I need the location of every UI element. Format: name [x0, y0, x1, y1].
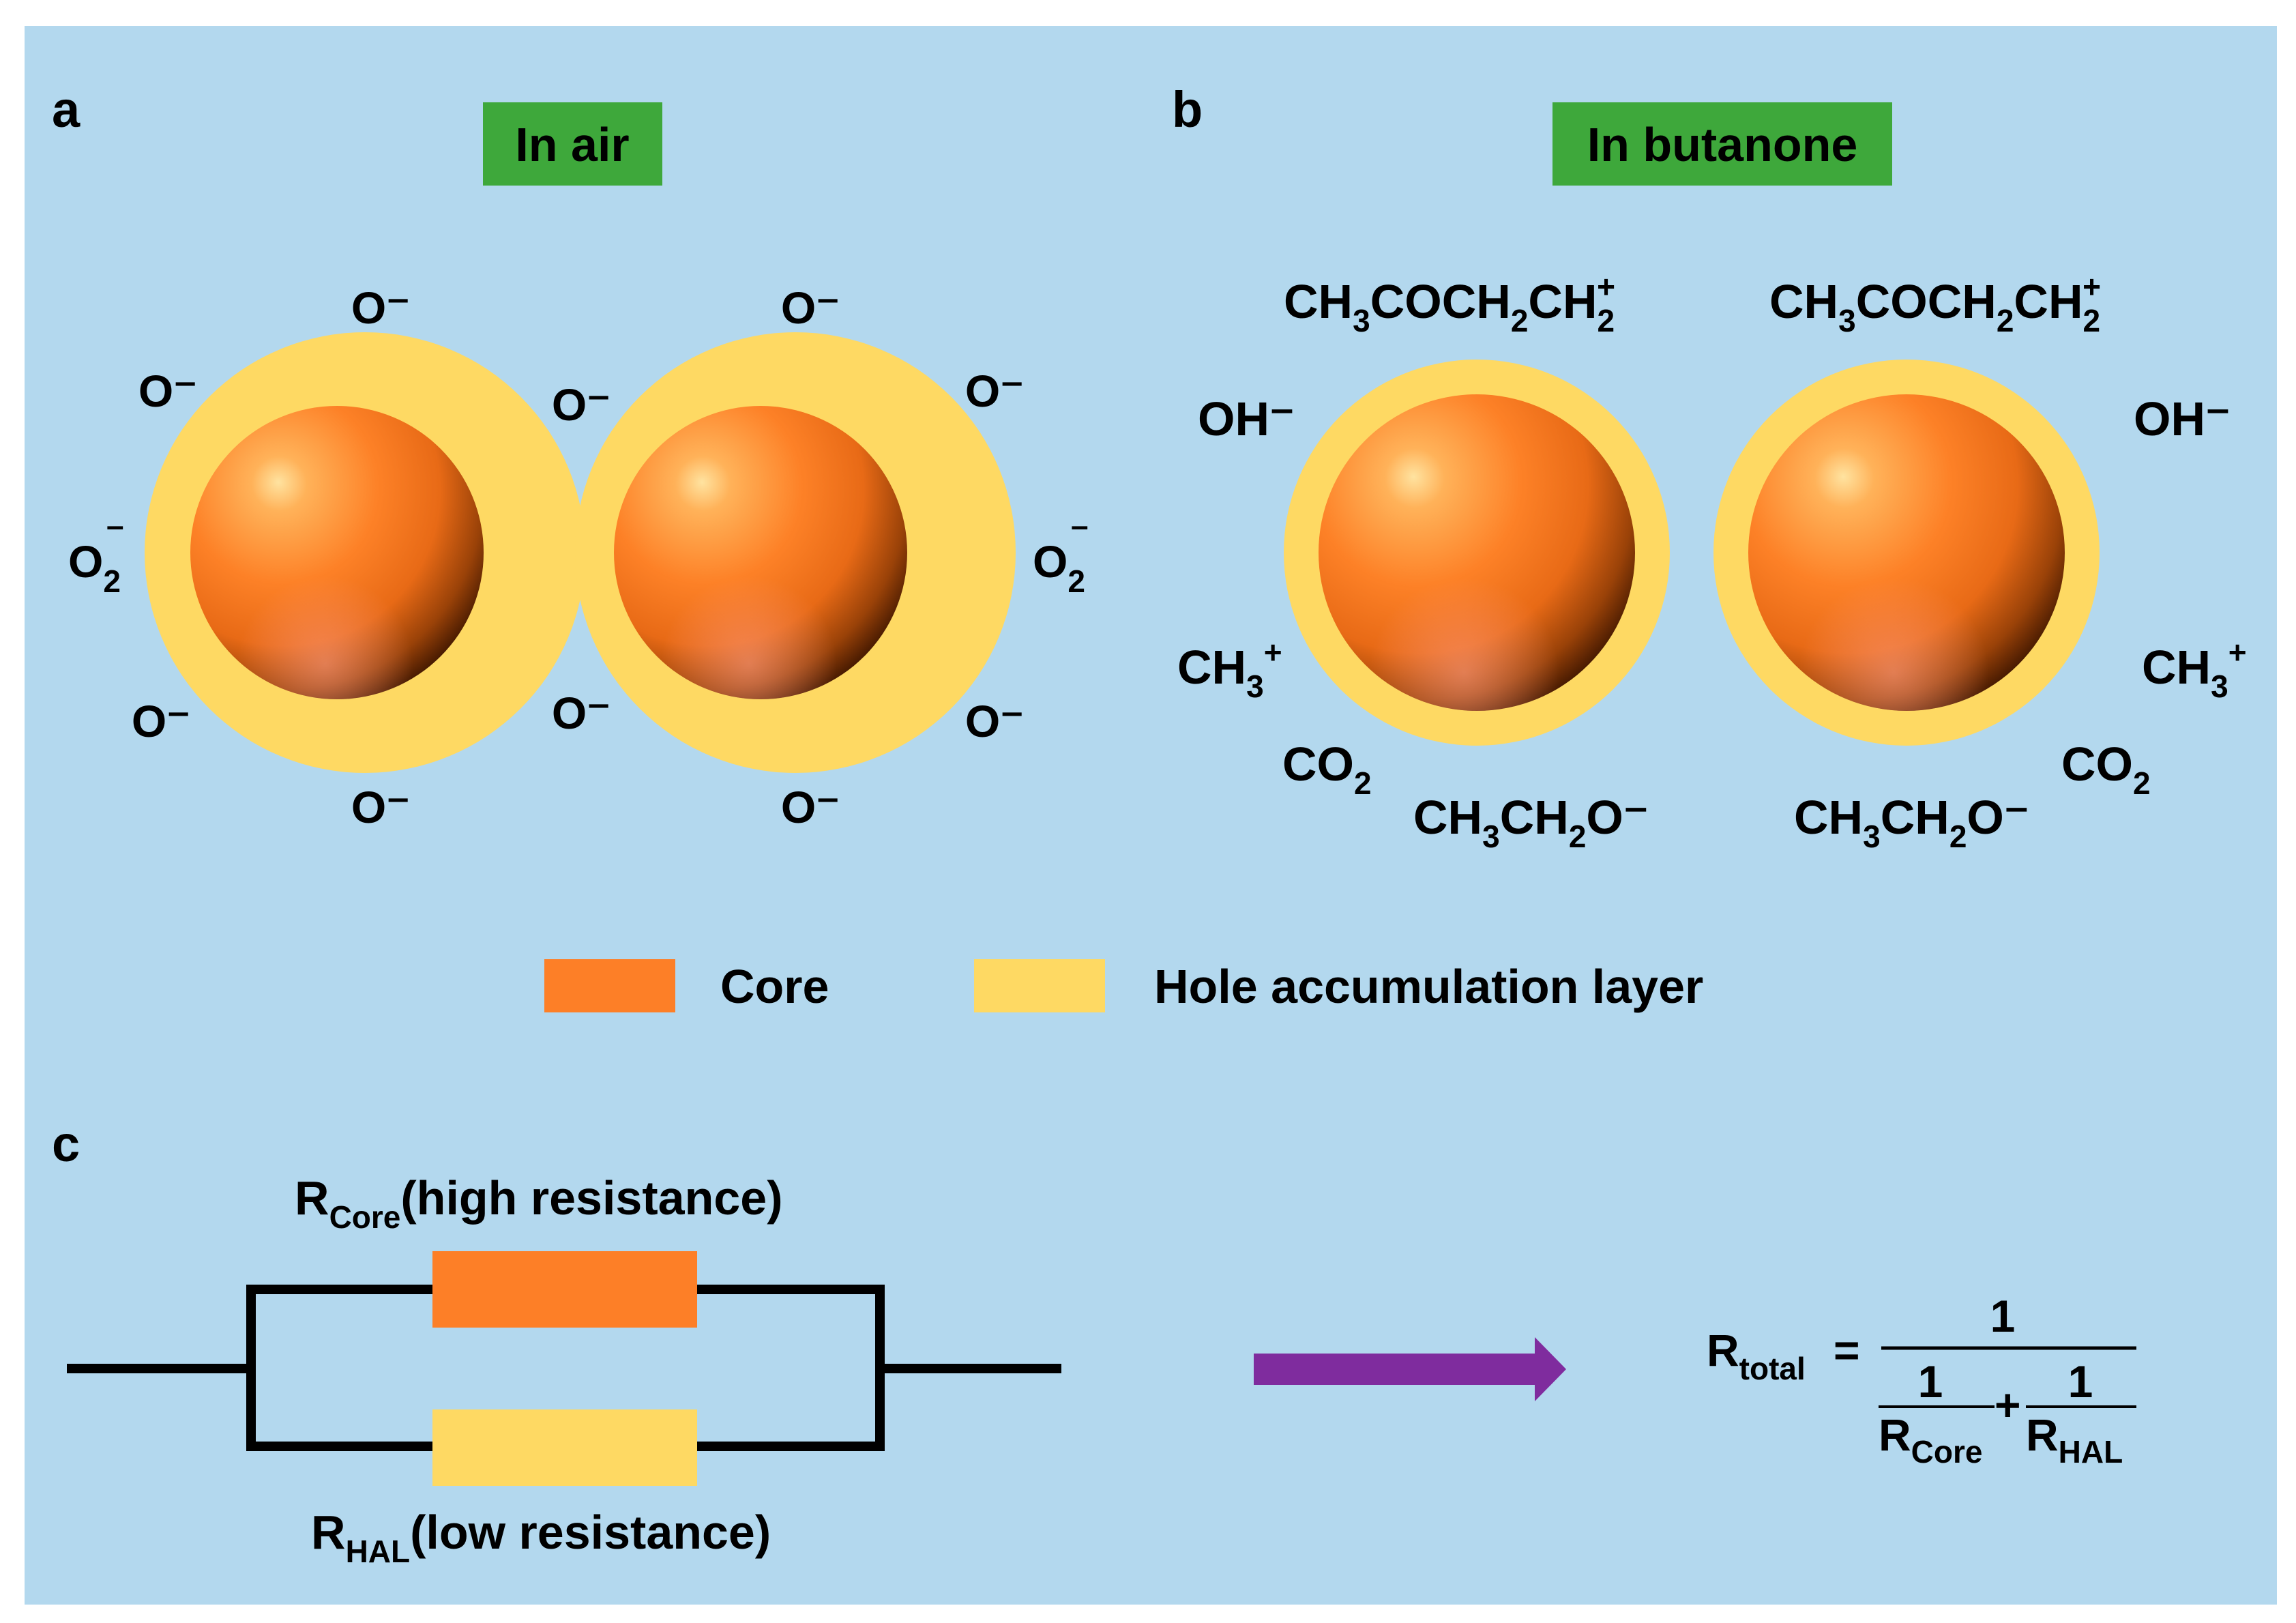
panel-b-title: In butanone — [1587, 118, 1858, 171]
panel-a-letter: a — [52, 81, 80, 138]
ion-o-minus: O⁻ — [351, 782, 410, 832]
ion-o-minus: O⁻ — [965, 366, 1024, 416]
legend-hal-swatch — [974, 959, 1105, 1012]
molecule-co2: CO2 — [1282, 737, 1372, 801]
eq-term1-numerator: 1 — [1918, 1356, 1943, 1407]
ion-ethoxide: CH3CH2O⁻ — [1794, 791, 2029, 854]
legend-core-label: Core — [720, 960, 829, 1013]
legend: Core Hole accumulation layer — [544, 959, 1703, 1013]
ion-o-minus: O⁻ — [781, 782, 840, 832]
ion-superoxide-charge: – — [106, 508, 124, 543]
ion-hydroxide: OH⁻ — [1198, 392, 1295, 445]
right-arrow-icon — [1254, 1337, 1566, 1401]
ion-o-minus: O⁻ — [138, 366, 197, 416]
eq-term1-denominator: RCore — [1879, 1409, 1982, 1470]
panel-a-title: In air — [515, 118, 629, 171]
panel-b-title-badge — [1552, 102, 1892, 186]
ion-butanone-radical: CH3COCH2CH2+ — [1769, 269, 2101, 338]
ion-butanone-radical: CH3COCH2CH2+ — [1284, 269, 1615, 338]
panel-b-particles — [1284, 360, 2100, 746]
legend-hal-label: Hole accumulation layer — [1154, 960, 1703, 1013]
panel-b-core-right-rim — [1748, 394, 2065, 711]
panel-a-core-left-rim — [190, 406, 484, 699]
r-core-label: RCore(high resistance) — [295, 1171, 783, 1235]
ion-superoxide: O2 — [68, 536, 121, 599]
parallel-circuit — [67, 1251, 1061, 1486]
ion-o-minus: O⁻ — [965, 696, 1024, 746]
resistor-hal — [432, 1409, 697, 1486]
panel-c-letter: c — [52, 1115, 80, 1172]
molecule-co2: CO2 — [2061, 737, 2151, 801]
ion-methyl-cation: CH3+ — [2142, 634, 2247, 704]
ion-ethoxide: CH3CH2O⁻ — [1413, 791, 1649, 854]
panel-a-particles — [145, 332, 1016, 773]
ion-superoxide: O2 — [1033, 536, 1085, 599]
background-panel — [25, 26, 2277, 1605]
ion-o-minus: O⁻ — [351, 282, 410, 333]
eq-term2-numerator: 1 — [2068, 1356, 2093, 1407]
panel-b-letter: b — [1172, 81, 1203, 138]
resistor-core — [432, 1251, 697, 1328]
eq-term2-denominator: RHAL — [2026, 1409, 2123, 1470]
eq-equals: = — [1834, 1325, 1860, 1375]
ion-o-minus: O⁻ — [552, 688, 610, 738]
ion-methyl-cation: CH3+ — [1177, 634, 1282, 704]
ion-o-minus: O⁻ — [781, 282, 840, 333]
panel-a-title-badge — [483, 102, 662, 186]
panel-a-core-right-rim — [614, 406, 907, 699]
r-hal-label: RHAL(low resistance) — [311, 1506, 771, 1569]
ion-superoxide-charge: – — [1071, 508, 1089, 543]
panel-b-core-left-rim — [1319, 394, 1635, 711]
ion-o-minus: O⁻ — [132, 696, 190, 746]
legend-core-swatch — [544, 959, 675, 1012]
eq-numerator: 1 — [1990, 1291, 2016, 1341]
ion-o-minus: O⁻ — [552, 379, 610, 430]
eq-lhs: Rtotal — [1707, 1325, 1806, 1386]
ion-hydroxide: OH⁻ — [2134, 392, 2231, 445]
eq-plus: + — [1995, 1379, 2021, 1430]
total-resistance-equation: Rtotal = 1 1 RCore + 1 RHAL — [1707, 1291, 2136, 1470]
